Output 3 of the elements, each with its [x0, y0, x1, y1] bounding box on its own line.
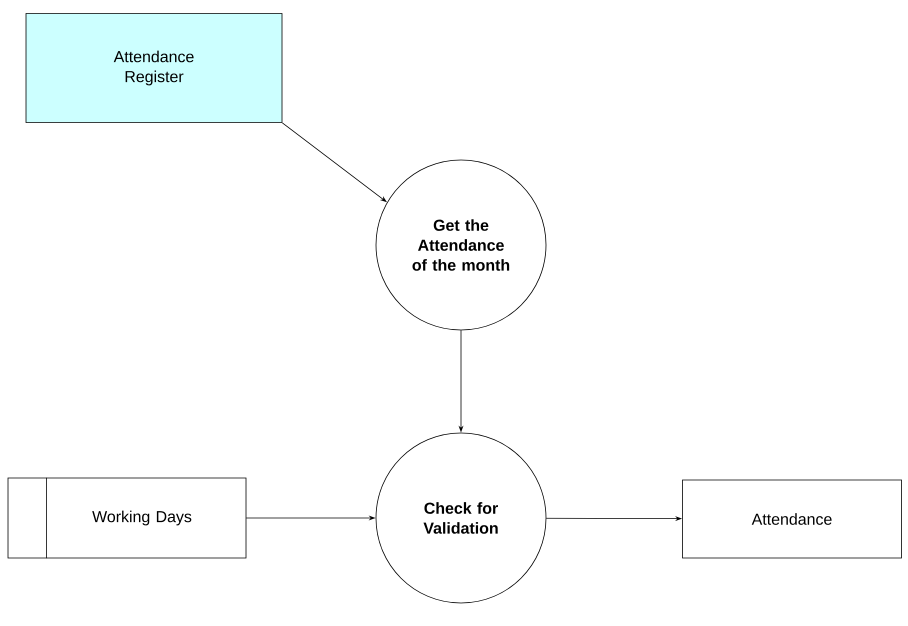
data-store: Working Days	[8, 477, 246, 559]
process-box: Attendance Register	[26, 13, 282, 123]
process-box: Attendance	[682, 480, 902, 558]
